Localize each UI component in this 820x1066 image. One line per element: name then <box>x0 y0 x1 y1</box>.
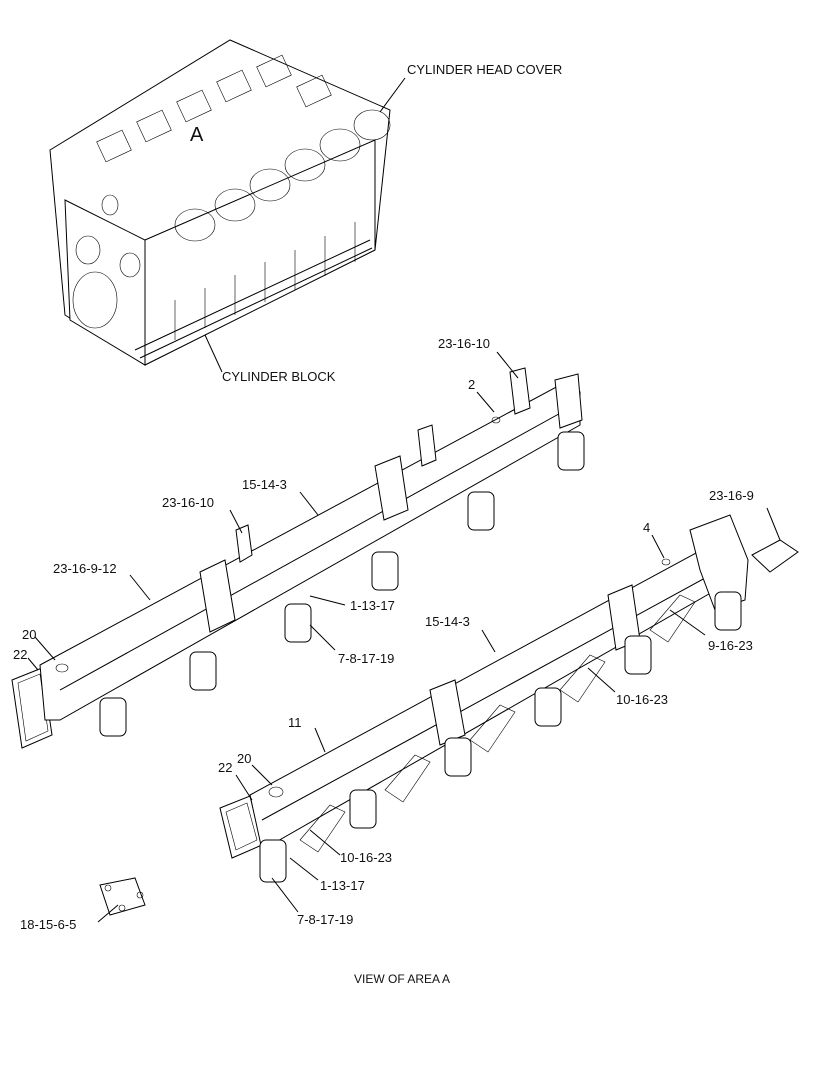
view-caption: VIEW OF AREA A <box>354 972 451 986</box>
callout-area-a: A <box>190 124 204 146</box>
callout-cylinder-block: CYLINDER BLOCK <box>222 369 336 384</box>
upper-manifold <box>11 351 585 749</box>
callout-11: 11 <box>288 715 302 730</box>
callout-2: 2 <box>468 377 476 392</box>
callout-15-14-3-top: 15-14-3 <box>242 477 287 492</box>
lower-manifold <box>219 507 799 913</box>
callout-10-16-23-lower: 10-16-23 <box>340 850 393 865</box>
callout-23-16-10-left: 23-16-10 <box>162 495 215 510</box>
callout-20-lower: 20 <box>237 751 252 766</box>
callout-22-lower: 22 <box>218 760 233 775</box>
callout-23-16-9-12: 23-16-9-12 <box>53 561 117 576</box>
callout-9-16-23: 9-16-23 <box>708 638 753 653</box>
engine-illustration <box>49 39 406 373</box>
callout-22-top: 22 <box>13 647 28 662</box>
callout-10-16-23-right: 10-16-23 <box>616 692 669 707</box>
callout-7-8-17-19-lower: 7-8-17-19 <box>297 912 354 927</box>
callout-18-15-6-5: 18-15-6-5 <box>20 917 77 932</box>
cover-plate <box>97 877 146 923</box>
callout-23-16-9: 23-16-9 <box>709 488 754 503</box>
callout-7-8-17-19-top: 7-8-17-19 <box>338 651 395 666</box>
callout-cylinder-head-cover: CYLINDER HEAD COVER <box>407 62 563 77</box>
callout-1-13-17-lower: 1-13-17 <box>320 878 365 893</box>
callout-23-16-10-top: 23-16-10 <box>438 336 491 351</box>
callout-20-top: 20 <box>22 627 37 642</box>
callout-4: 4 <box>643 520 651 535</box>
callout-1-13-17-top: 1-13-17 <box>350 598 395 613</box>
callout-15-14-3-lower: 15-14-3 <box>425 614 470 629</box>
